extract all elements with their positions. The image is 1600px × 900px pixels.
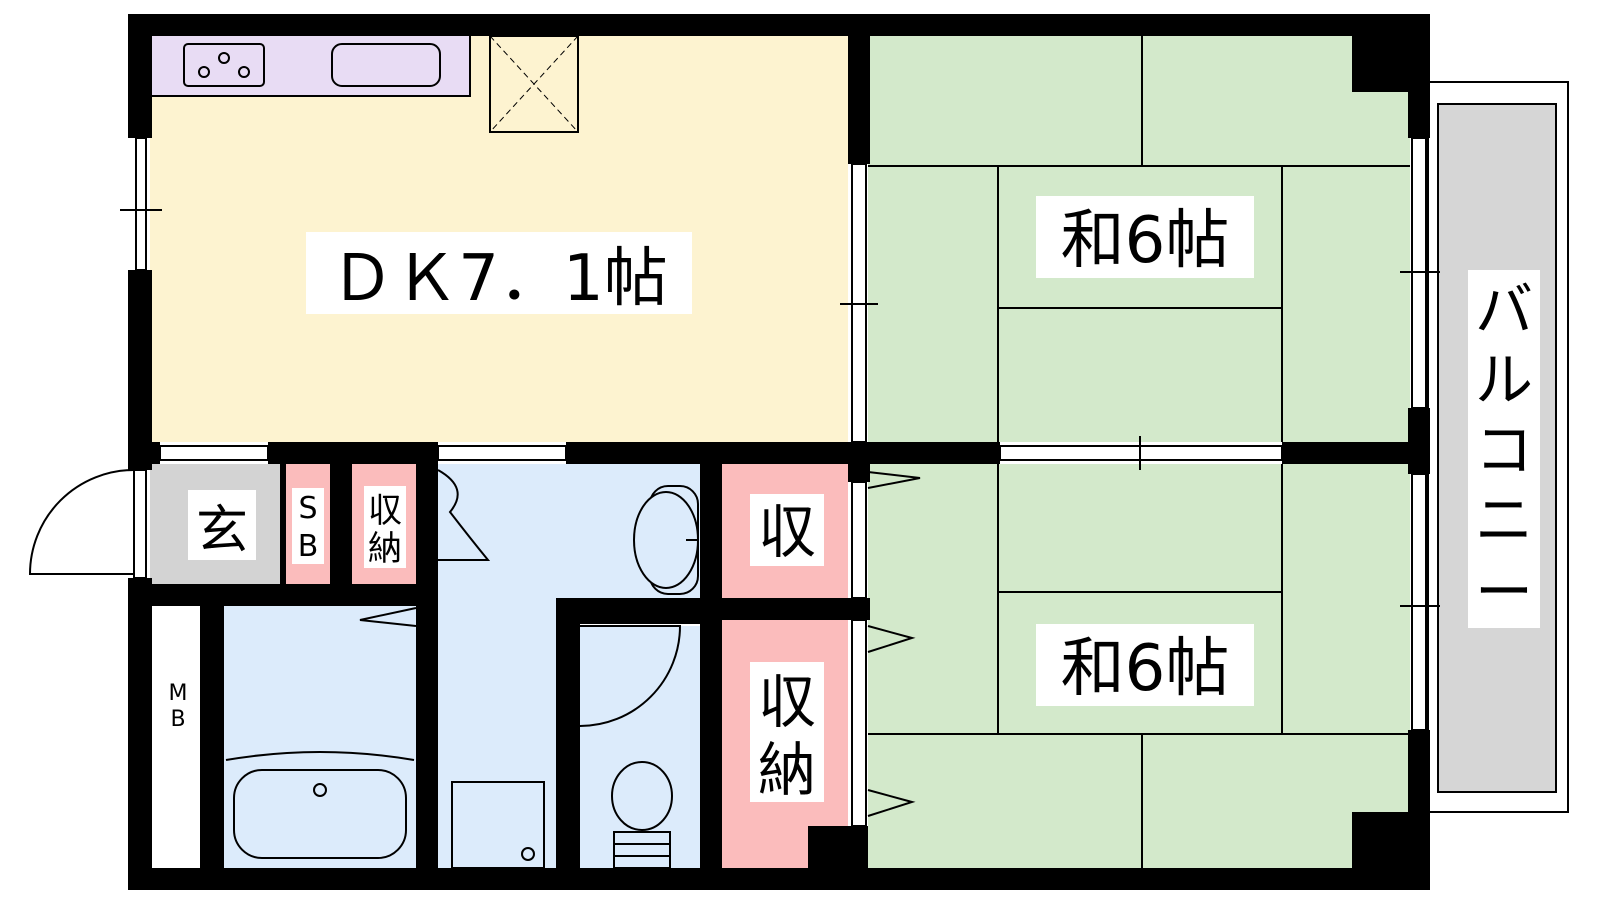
bathtub-icon (225, 751, 415, 859)
washitsu-lower-label: 和6帖 (1061, 632, 1230, 706)
sink-icon (331, 43, 441, 87)
dk-label-bg (306, 232, 692, 314)
sb-label-2: B (298, 529, 319, 564)
balcony-char-4: ニ (1475, 486, 1533, 554)
washitsu-upper-label-bg (1036, 196, 1254, 278)
dk-label: ＤＫ7．1帖 (330, 242, 667, 316)
balcony-char-5: ー (1475, 558, 1533, 626)
tatami-lines-lower (868, 464, 1410, 870)
windows (120, 137, 1440, 827)
genkan-label: 玄 (196, 501, 248, 561)
washbasin-icon (633, 485, 699, 595)
stove-icon (183, 43, 265, 87)
sb-label-bg (292, 488, 324, 564)
shuno-tall-label-2: 納 (758, 736, 816, 804)
washing-machine-space (451, 781, 545, 869)
shuno-small-label-2: 納 (368, 529, 402, 569)
mb-label-2: B (170, 707, 185, 732)
tatami-lines-upper (868, 34, 1410, 442)
balcony-label-bg (1468, 270, 1540, 628)
toilet-icon (611, 761, 673, 869)
bathroom-floor (224, 604, 416, 870)
doors (28, 469, 921, 817)
washitsu-lower-label-bg (1036, 624, 1254, 706)
mb-label-1: M (169, 681, 188, 706)
shuno-tall-label-bg (750, 662, 824, 802)
shuno-small-label-1: 収 (368, 491, 402, 531)
shuno-tall-label-1: 収 (758, 668, 816, 736)
genkan-label-bg (188, 490, 256, 560)
shu-label-bg (750, 494, 824, 566)
balcony-char-1: バ (1475, 276, 1533, 344)
shuno-small-label-bg (364, 486, 406, 568)
balcony-char-2: ル (1475, 346, 1533, 414)
balcony-label: バ ル コ ニ ー (1475, 276, 1533, 626)
walls (128, 14, 1430, 890)
shu-label: 収 (758, 498, 816, 566)
sb-label-1: S (298, 491, 317, 526)
corridor-floor (438, 608, 558, 870)
balcony-char-3: コ (1475, 416, 1533, 484)
mb-box (150, 608, 200, 804)
washitsu-upper-label: 和6帖 (1061, 204, 1230, 278)
